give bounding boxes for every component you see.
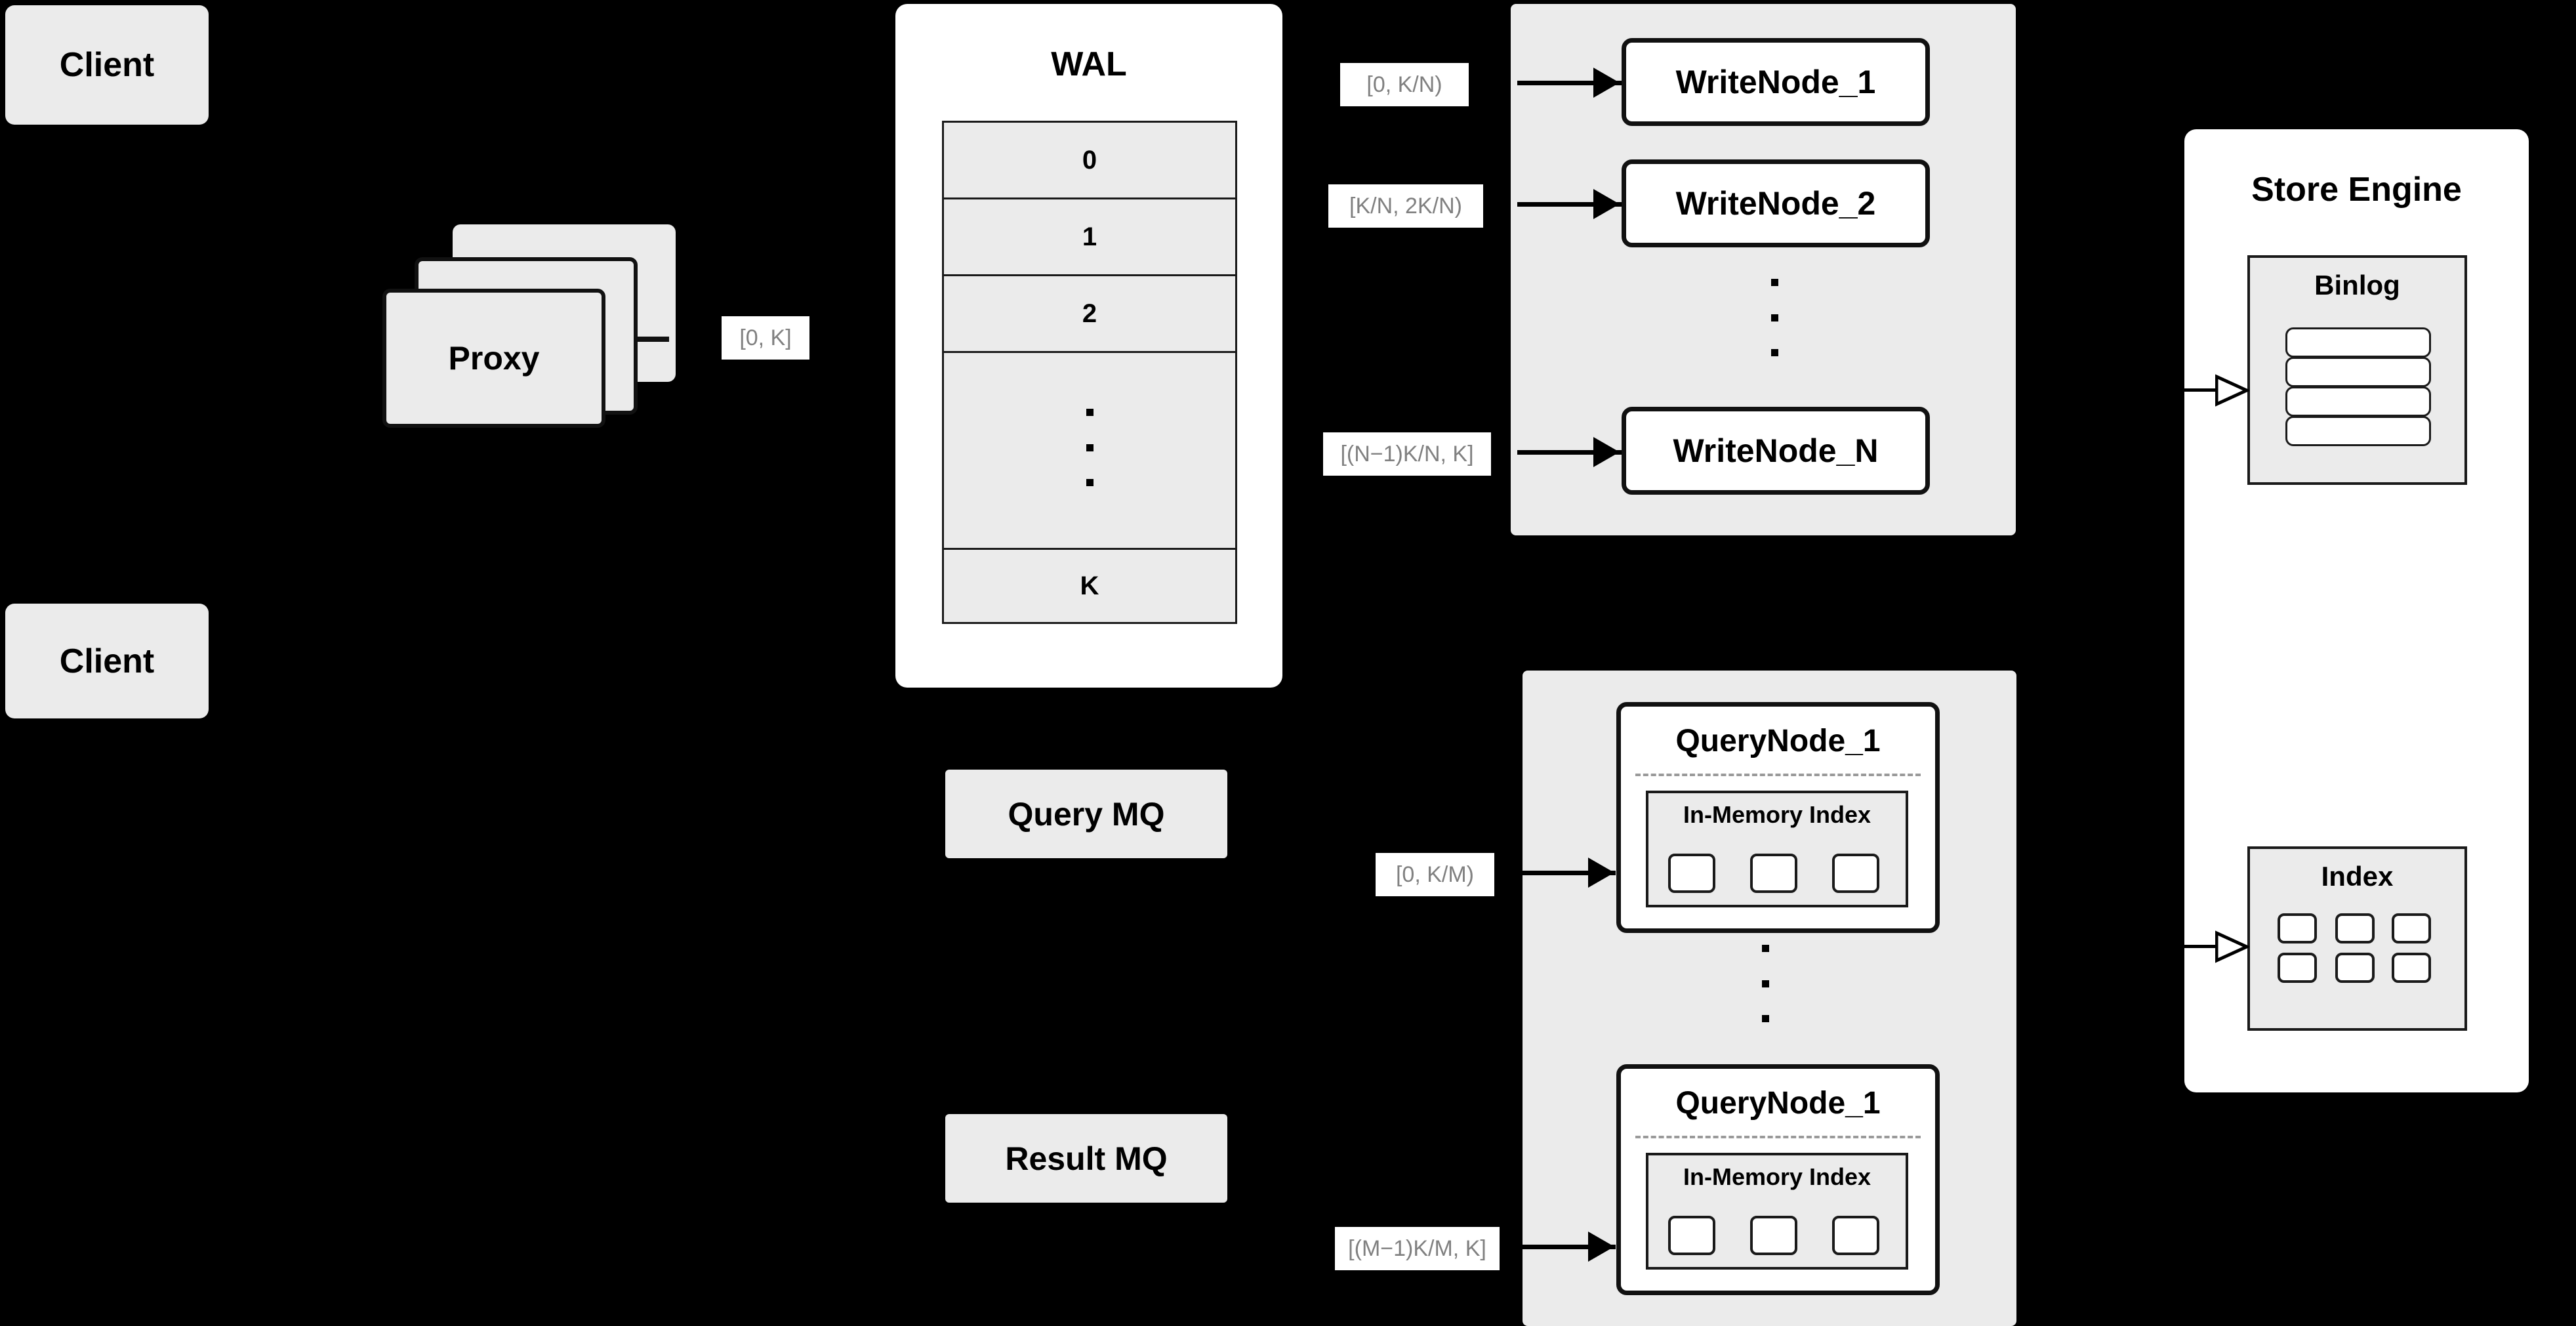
wal-row-1: 1 [944, 199, 1235, 276]
wal-row-k: K [944, 550, 1235, 622]
store-engine-title: Store Engine [2251, 171, 2462, 209]
arrow-line-to-binlog [2184, 388, 2222, 392]
arrow-line-querynode-m [1517, 1245, 1616, 1249]
write-node-1[interactable]: WriteNode_1 [1622, 38, 1930, 126]
query-node-1[interactable]: QueryNode_1 In-Memory Index [1616, 702, 1940, 933]
arrow-line-querynode-1 [1517, 871, 1616, 875]
query-node-m-label: QueryNode_1 [1675, 1086, 1881, 1121]
query-node-1-inmemory-index: In-Memory Index [1646, 791, 1908, 907]
query-node-m-index-cell-2 [1750, 1216, 1797, 1255]
write-node-2-label: WriteNode_2 [1675, 185, 1876, 222]
arrow-line-writenode-n [1517, 450, 1622, 455]
query-node-1-divider [1635, 774, 1921, 776]
arrow-head-to-index [2215, 930, 2249, 963]
client-node-1-label: Client [59, 46, 155, 84]
wal-row-0: 0 [944, 123, 1235, 199]
arrow-head-querynode-m [1588, 1232, 1614, 1262]
store-engine-panel: Store Engine Binlog Index [2184, 129, 2529, 1092]
binlog-bar-1 [2285, 327, 2431, 358]
wal-ellipsis-dots [1086, 409, 1094, 486]
proxy-label: Proxy [448, 340, 540, 377]
proxy-connector-stub [638, 337, 669, 342]
result-mq-node[interactable]: Result MQ [945, 1114, 1227, 1203]
query-mq-label: Query MQ [1008, 795, 1165, 833]
edge-label-wal-to-writenode-1: [0, K/N) [1340, 63, 1469, 106]
binlog-title: Binlog [2314, 270, 2400, 300]
wal-entry-stack: 0 1 2 K [942, 121, 1237, 624]
client-node-1[interactable]: Client [5, 5, 209, 125]
binlog-bar-3 [2285, 386, 2431, 417]
query-node-1-label: QueryNode_1 [1675, 724, 1881, 758]
binlog-bar-4 [2285, 416, 2431, 446]
index-cell-5 [2335, 953, 2375, 983]
query-node-1-index-cell-3 [1832, 854, 1879, 893]
write-node-n[interactable]: WriteNode_N [1622, 407, 1930, 495]
write-node-n-label: WriteNode_N [1673, 432, 1879, 469]
write-node-1-label: WriteNode_1 [1675, 64, 1876, 100]
edge-label-wal-to-writenode-n: [(N−1)K/N, K] [1323, 432, 1491, 476]
query-mq-node[interactable]: Query MQ [945, 770, 1227, 858]
index-box: Index [2247, 846, 2467, 1031]
index-cell-3 [2392, 913, 2431, 943]
query-node-1-index-cell-2 [1750, 854, 1797, 893]
result-mq-label: Result MQ [1005, 1140, 1168, 1177]
query-node-1-index-title: In-Memory Index [1683, 801, 1871, 828]
query-node-ellipsis-dots [1762, 945, 1769, 1022]
edge-label-wal-to-writenode-2: [K/N, 2K/N) [1328, 184, 1483, 228]
arrow-line-to-index [2184, 945, 2222, 948]
client-node-2-label: Client [59, 642, 155, 680]
write-node-ellipsis-dots [1771, 279, 1778, 356]
client-node-2[interactable]: Client [5, 604, 209, 718]
wal-title: WAL [1051, 45, 1127, 83]
arrow-head-writenode-2 [1593, 189, 1620, 219]
query-node-m-index-cell-1 [1668, 1216, 1715, 1255]
arrow-head-querynode-1 [1588, 858, 1614, 888]
arrow-line-writenode-1 [1517, 81, 1622, 85]
binlog-box: Binlog [2247, 255, 2467, 485]
write-node-2[interactable]: WriteNode_2 [1622, 159, 1930, 247]
query-node-1-index-cell-1 [1668, 854, 1715, 893]
arrow-head-writenode-1 [1593, 68, 1620, 98]
query-node-m-index-title: In-Memory Index [1683, 1163, 1871, 1190]
index-cell-2 [2335, 913, 2375, 943]
query-node-m-inmemory-index: In-Memory Index [1646, 1153, 1908, 1270]
arrow-head-writenode-n [1593, 437, 1620, 467]
query-node-m[interactable]: QueryNode_1 In-Memory Index [1616, 1064, 1940, 1295]
proxy-node[interactable]: Proxy [382, 289, 605, 428]
index-cell-1 [2278, 913, 2317, 943]
query-node-m-index-cell-3 [1832, 1216, 1879, 1255]
arrow-line-writenode-2 [1517, 202, 1622, 207]
arrow-head-to-binlog [2215, 374, 2249, 407]
binlog-bar-2 [2285, 357, 2431, 387]
edge-label-mq-to-querynode-m: [(M−1)K/M, K] [1335, 1227, 1500, 1270]
edge-label-proxy-to-wal: [0, K] [722, 316, 809, 360]
query-node-m-divider [1635, 1136, 1921, 1138]
index-title: Index [2321, 861, 2394, 892]
index-cell-4 [2278, 953, 2317, 983]
index-cell-6 [2392, 953, 2431, 983]
edge-label-mq-to-querynode-1: [0, K/M) [1376, 853, 1494, 896]
wal-row-ellipsis [944, 353, 1235, 550]
wal-row-2: 2 [944, 276, 1235, 353]
